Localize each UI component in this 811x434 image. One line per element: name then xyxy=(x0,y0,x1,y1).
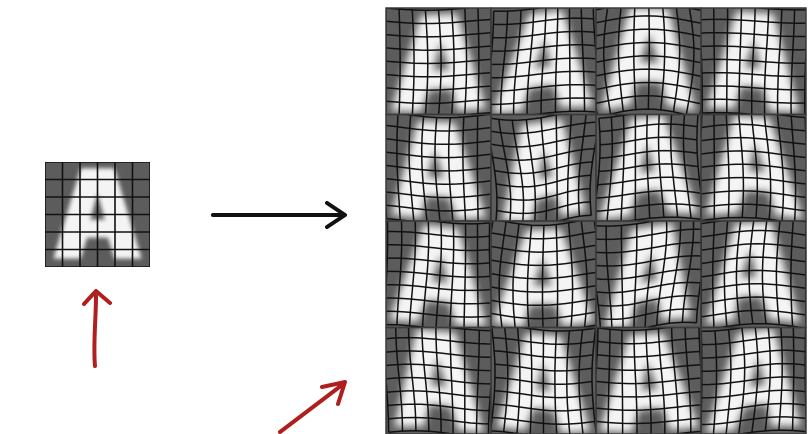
deformed-sample-tile xyxy=(385,220,492,329)
arrow-right-icon xyxy=(211,201,347,229)
deformed-sample-tile xyxy=(595,326,702,434)
deformed-sample-tile xyxy=(385,7,492,116)
arrow-up-icon xyxy=(82,289,112,368)
deformed-sample-tile xyxy=(490,113,597,222)
deformed-sample-tile xyxy=(700,7,807,116)
deformed-sample-tile xyxy=(490,7,597,116)
deformed-sample-tile xyxy=(385,113,492,222)
deformed-sample-tile xyxy=(385,326,492,434)
deformed-sample-tile xyxy=(700,220,807,329)
deformed-sample-tile xyxy=(700,113,807,222)
deformed-sample-tile xyxy=(700,326,807,434)
deformed-samples-grid xyxy=(385,7,807,434)
source-glyph-tile xyxy=(45,162,150,267)
deformed-sample-tile xyxy=(490,220,597,329)
arrow-up-right-icon xyxy=(278,380,347,434)
